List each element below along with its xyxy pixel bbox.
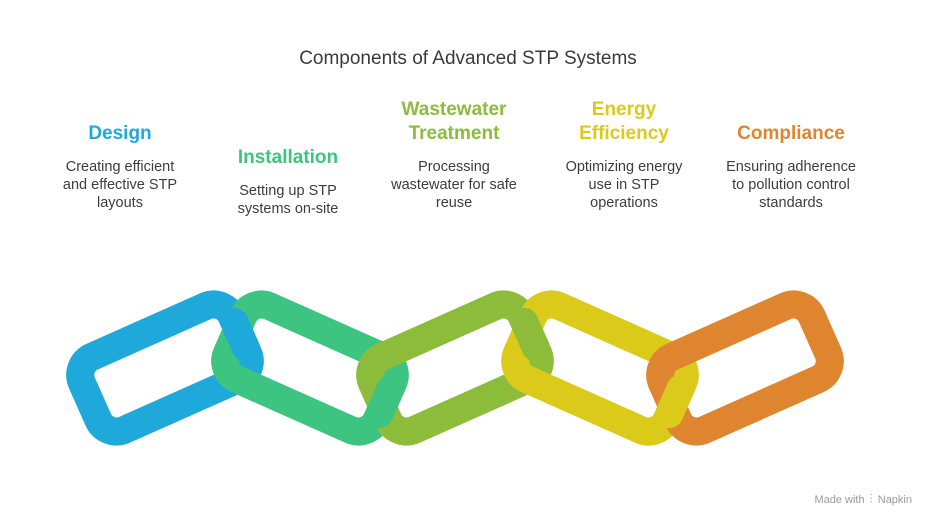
stage-wastewater-treatment: Wastewater Treatment Processing wastewat… <box>374 98 534 212</box>
watermark-prefix: Made with <box>814 494 865 506</box>
diagram-title: Components of Advanced STP Systems <box>299 48 637 69</box>
stage-description: Processing wastewater for safe reuse <box>391 159 517 211</box>
stage-title: Compliance <box>737 123 845 144</box>
stage-title: Design <box>88 123 152 144</box>
stage-design: Design Creating efficient and effective … <box>40 122 200 212</box>
stage-title: Wastewater Treatment <box>401 99 507 144</box>
stage-title: Energy Efficiency <box>579 99 669 144</box>
watermark-brand: Napkin <box>877 494 912 506</box>
stage-description: Ensuring adherence to pollution control … <box>726 159 856 211</box>
napkin-logo-icon: ⫶ <box>869 492 873 506</box>
stage-installation: Installation Setting up STP systems on-s… <box>208 146 368 218</box>
stage-description: Creating efficient and effective STP lay… <box>62 159 178 211</box>
stage-title: Installation <box>237 147 339 168</box>
stage-description: Optimizing energy use in STP operations <box>565 159 683 211</box>
napkin-watermark: Made with ⫶ Napkin <box>814 492 912 507</box>
stage-compliance: Compliance Ensuring adherence to polluti… <box>711 122 871 212</box>
stage-energy-efficiency: Energy Efficiency Optimizing energy use … <box>544 98 704 212</box>
stage-description: Setting up STP systems on-site <box>237 183 339 217</box>
